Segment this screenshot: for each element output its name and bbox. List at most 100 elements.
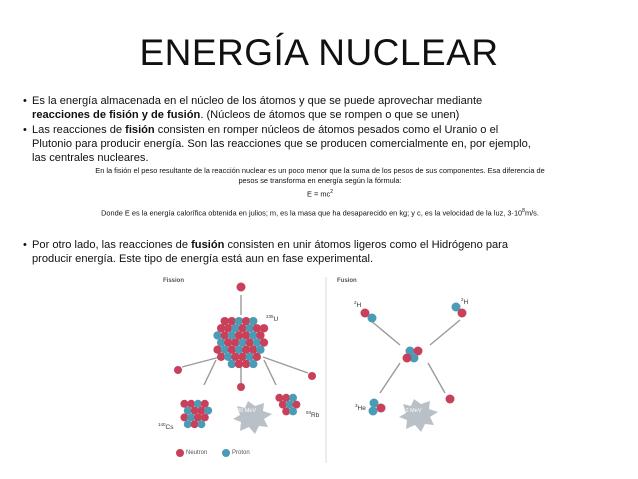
isotope-mass: 93 — [306, 410, 312, 415]
nucleon — [252, 352, 262, 362]
bullet-text: consisten en romper núcleos de átomos pe… — [154, 124, 499, 136]
formula-text: E = mc — [307, 189, 331, 199]
note-text: Donde E es la energía calorífica obtenid… — [101, 208, 523, 218]
nucleon — [216, 352, 226, 362]
isotope-symbol: Rb — [311, 412, 320, 420]
nucleon — [190, 420, 199, 429]
fusion-arrows — [369, 319, 461, 394]
fission-arrows — [181, 295, 309, 386]
nucleon — [227, 316, 237, 326]
nucleon — [194, 413, 202, 422]
legend-neutron-swatch — [176, 449, 184, 457]
nucleon — [224, 324, 233, 333]
legend-proton-swatch — [222, 449, 230, 457]
nucleon — [241, 316, 251, 326]
formula-exponent: 2 — [330, 189, 333, 195]
rubidium-nucleus — [275, 393, 301, 416]
nucleon — [234, 345, 244, 354]
nucleon — [213, 345, 222, 354]
bullet-line: Es la energía almacenada en el núcleo de… — [32, 95, 483, 107]
nucleon — [252, 324, 262, 333]
nucleon — [213, 331, 222, 340]
nucleon — [278, 400, 287, 409]
fused-nucleus — [402, 346, 423, 363]
nucleon — [238, 352, 247, 362]
nucleon — [227, 345, 237, 354]
nucleon — [241, 359, 251, 369]
isotope-mass: 235 — [266, 314, 274, 319]
isotope-mass: 2 — [354, 300, 357, 305]
nucleon — [220, 316, 229, 326]
nucleon — [245, 352, 254, 362]
nucleon — [259, 324, 269, 333]
nucleon — [194, 399, 202, 408]
nucleon — [220, 331, 229, 340]
bold-text: fusión — [191, 239, 225, 251]
nucleon — [285, 400, 294, 409]
note-line: pesos se transforma en energía según la … — [238, 176, 402, 185]
bullet-text: consisten en unir átomos ligeros como el… — [224, 239, 509, 251]
nucleon — [204, 406, 213, 415]
nucleon — [231, 352, 240, 362]
nucleon — [275, 393, 284, 402]
bullet-text: Por otro lado, las reacciones de — [32, 239, 192, 251]
nucleon — [249, 331, 258, 340]
fission-label: Fission — [163, 278, 185, 284]
nucleon — [256, 331, 265, 340]
incoming-neutron — [236, 282, 246, 292]
nucleon — [234, 316, 244, 326]
nucleon — [216, 338, 226, 347]
uranium-nucleus — [213, 316, 269, 369]
nucleon — [231, 324, 240, 333]
nucleon — [234, 359, 244, 369]
nucleon — [183, 420, 192, 429]
page-title: ENERGÍA NUCLEAR — [139, 32, 499, 73]
deuterium-left-label: 2H — [354, 300, 361, 309]
nucleon — [259, 338, 269, 347]
nucleon — [245, 338, 254, 347]
nucleon — [234, 331, 244, 340]
nucleon — [224, 352, 233, 362]
nucleon — [216, 324, 226, 333]
bullet-text: . (Núcleos de átomos que se rompen o que… — [200, 109, 460, 122]
fission-energy-label: 200 MeV — [234, 408, 257, 414]
nucleon — [256, 345, 265, 354]
nucleon — [249, 359, 258, 369]
nucleon — [241, 331, 251, 340]
fission-fusion-diagram — [174, 277, 467, 463]
legend-proton-label: Proton — [232, 450, 250, 456]
fusion-energy-burst — [399, 399, 438, 432]
fission-energy-burst — [233, 401, 272, 434]
nucleon — [289, 407, 297, 416]
legend-neutron-label: Neutron — [186, 450, 208, 456]
nucleon — [180, 399, 189, 408]
bullet-line: Por otro lado, las reacciones de fusión … — [32, 238, 592, 252]
isotope-symbol: U — [273, 316, 279, 324]
nucleon — [187, 413, 196, 422]
emitted-neutron — [445, 394, 455, 404]
deuterium-right — [451, 302, 467, 318]
fusion-energy-label: 3.2 MeV — [401, 408, 422, 414]
isotope-symbol: Cs — [165, 424, 174, 432]
bullet-line: Plutonio para producir energía. Son las … — [32, 138, 531, 151]
nucleon — [252, 338, 262, 347]
bullet-dot: • — [23, 124, 27, 136]
note-donde: Donde E es la energía calorífica obtenid… — [40, 206, 600, 218]
bullet-dot: • — [23, 95, 27, 107]
deuterium-right-label: 2H — [461, 297, 468, 306]
bold-text: fisión — [125, 124, 155, 136]
cesium-nucleus — [180, 399, 213, 429]
bold-text: reacciones de fisión y de fusión — [32, 109, 201, 122]
nucleon — [200, 413, 209, 422]
isotope-symbol: H — [463, 299, 469, 307]
bullet-line: las centrales nucleares. — [32, 152, 149, 165]
nucleon — [227, 359, 237, 369]
nucleon — [187, 399, 196, 408]
nucleon — [197, 406, 206, 415]
nucleon — [249, 316, 258, 326]
bullet-dot: • — [23, 239, 27, 251]
nucleon — [190, 406, 199, 415]
nucleon — [282, 393, 291, 402]
isotope-mass: 3 — [355, 403, 358, 408]
uranium-label: 235U — [266, 314, 278, 323]
